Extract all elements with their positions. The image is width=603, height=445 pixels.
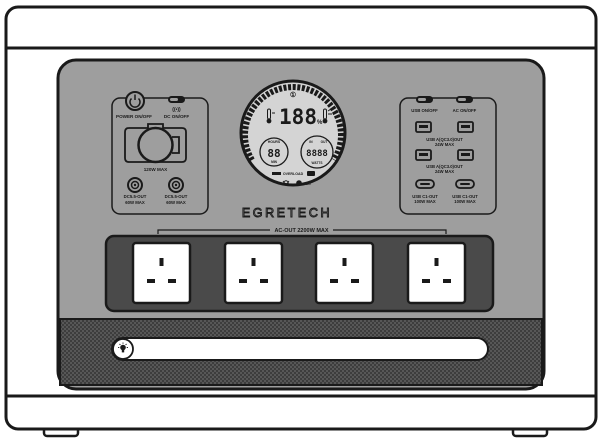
usbc-port-2-label: USB C1-OUT [452, 194, 478, 199]
time-dial-bottom-label: MIN [271, 160, 278, 164]
ac-outlet-3[interactable] [314, 241, 375, 305]
car-port-label: 120W MAX [144, 167, 168, 172]
car-port-outline [124, 123, 187, 163]
thermometer-left-icon [266, 108, 275, 124]
usba-row1-max: 24W MAX [435, 142, 454, 147]
car-port-socket[interactable] [137, 126, 174, 164]
time-dial-top-label: HOURS [268, 140, 281, 144]
fan-icon [282, 180, 290, 186]
watts-readout: 8888 [306, 149, 328, 159]
ac-outlet-2[interactable] [223, 241, 284, 305]
dc55-port-2-label: DC5.5-OUT [165, 194, 188, 199]
battery-percent-unit: % [317, 120, 323, 126]
ac-out-label: AC-OUT 2200W MAX [274, 228, 328, 234]
dc-signal-icon: ((•)) [172, 107, 181, 113]
ac-toggle-label: AC ON/OFF [453, 108, 477, 113]
time-readout: 88 [267, 147, 280, 160]
right-control-panel [399, 97, 497, 215]
overload-label: OVERLOAD [283, 172, 304, 176]
watts-bottom-label: WATTS [312, 161, 323, 165]
battery-indicator-icon [272, 172, 281, 175]
watts-dial [300, 135, 334, 169]
ac-outlet-1[interactable] [131, 241, 192, 305]
dc55-port-1-label: DC5.5-OUT [124, 194, 147, 199]
eco-icon: ECO [296, 180, 311, 186]
usbc-port-1-max: 100W MAX [414, 199, 436, 204]
watts-in-label: IN [309, 140, 313, 144]
dc55-port-1-max: 60W MAX [125, 200, 145, 205]
dc-label: DC ON/OFF [164, 114, 189, 119]
thermometer-right-icon [322, 108, 332, 124]
ac-indicator-icon [307, 171, 315, 176]
usba-row2-label: USB A(QC3.0)OUT [426, 164, 463, 169]
power-label: POWER ON/OFF [116, 114, 152, 119]
watts-out-label: OUT [321, 140, 328, 144]
power-icon [129, 94, 141, 108]
time-dial [259, 137, 289, 167]
brand-logo: EGRETECH [242, 206, 332, 220]
usba-row2-max: 24W MAX [435, 169, 454, 174]
usba-row1-label: USB A(QC3.0)OUT [426, 137, 463, 142]
ac-label-bracket-left [157, 229, 270, 234]
ac-outlet-panel [104, 234, 495, 313]
ac-outlet-4[interactable] [406, 241, 467, 305]
light-bar [111, 337, 489, 361]
usb-toggle-label: USB ON/OFF [411, 108, 438, 113]
battery-percent-readout: 188 [279, 105, 317, 129]
usbc-port-2-max: 100W MAX [454, 199, 476, 204]
lightbulb-icon [118, 342, 128, 353]
display-top-icon: ① [290, 91, 296, 99]
eco-label: ECO [303, 182, 311, 186]
usbc-port-1-label: USB C1-OUT [412, 194, 438, 199]
battery-ring [242, 84, 344, 162]
left-control-panel [111, 97, 209, 215]
ac-label-bracket-right [333, 229, 447, 234]
dc55-port-2-max: 60W MAX [166, 200, 186, 205]
